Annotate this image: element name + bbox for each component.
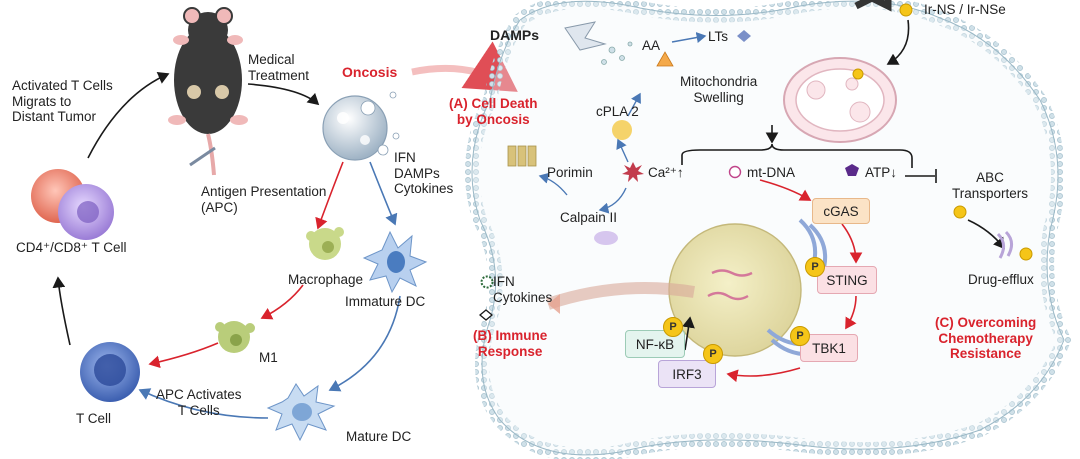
- ca-label: Ca²⁺↑: [648, 165, 684, 180]
- macrophage-to-m1-arrow: [260, 284, 304, 320]
- damps-label: DAMPs: [490, 27, 540, 43]
- t-cell: [80, 342, 140, 402]
- ir-ns-particle-icon: [899, 3, 913, 17]
- lts-diamond-icon: [737, 30, 751, 42]
- mtdna-to-cgas-arrow: [759, 179, 812, 201]
- ifn-icon: [480, 275, 494, 289]
- ca-to-calpain-arrow: [598, 187, 627, 214]
- immature-dc-label: Immature DC: [345, 294, 426, 309]
- mature-dc-cell: [266, 383, 336, 442]
- aa-label: AA: [642, 38, 661, 53]
- mtdna-label: mt-DNA: [747, 165, 795, 180]
- migration-arrow: [87, 71, 170, 159]
- ifn-damps-cytokines-label: IFN DAMPs Cytokines: [394, 150, 454, 197]
- tbk1-phospho-icon: P: [790, 326, 810, 346]
- sting-phospho-icon: P: [805, 257, 825, 277]
- irf3-box: IRF3: [658, 360, 716, 388]
- damps-fragments: [564, 21, 633, 65]
- irf3-to-nucleus-arrow: [682, 316, 695, 351]
- calpain-icon: [594, 231, 618, 245]
- aa-to-lts-arrow: [671, 31, 707, 44]
- nucleus-to-cytokines-arrow: [546, 282, 695, 310]
- cell-death-label: (A) Cell Death by Oncosis: [449, 96, 538, 127]
- mitochondria: [783, 57, 897, 143]
- nfkb-box: NF-κB: [625, 330, 685, 358]
- cgas-box: cGAS: [812, 198, 870, 224]
- mito-bracket: [681, 143, 913, 168]
- macrophage-cell: [306, 227, 344, 260]
- sting-to-tbk1-arrow: [845, 295, 857, 330]
- efflux-arrow: [967, 219, 1005, 250]
- drug-particle-icon: [953, 205, 967, 219]
- apc-arrow: [315, 161, 344, 230]
- m1-to-tcell-arrow: [148, 342, 219, 369]
- nucleus: [668, 223, 802, 357]
- activated-t-cells-label: Activated T Cells Migrats to Distant Tum…: [12, 78, 113, 125]
- m1-cell: [215, 321, 255, 353]
- atp-pentagon-icon: [845, 164, 859, 176]
- apc-activates-label: APC Activates T Cells: [156, 387, 242, 418]
- calpain-label: Calpain II: [560, 210, 618, 225]
- ir-ns-arrow: [886, 19, 910, 65]
- tumor-sphere: [322, 91, 400, 161]
- drug-efflux-label: Drug-efflux: [968, 272, 1034, 287]
- porimin-channel-icon: [507, 145, 537, 167]
- cd4-cd8-cells: [31, 169, 114, 240]
- calpain-to-porimin-arrow: [538, 172, 568, 196]
- lts-label: LTs: [708, 29, 729, 44]
- macrophage-label: Macrophage: [288, 272, 364, 287]
- m1-label: M1: [259, 350, 278, 365]
- tbk1-to-irf3-arrow: [726, 367, 801, 383]
- ir-ns-label: Ir-NS / Ir-NSe: [924, 2, 1006, 17]
- tbk1-box: TBK1: [800, 334, 858, 362]
- medical-treatment-label: Medical Treatment: [248, 52, 310, 83]
- mouse-illustration: [168, 7, 248, 176]
- immature-dc-cell: [362, 230, 428, 294]
- ifn-arrow: [369, 161, 398, 226]
- antigen-presentation-label: Antigen Presentation (APC): [201, 184, 327, 215]
- mtdna-circle-icon: [728, 165, 742, 179]
- sting-box: STING: [817, 266, 877, 294]
- drug-out-particle-icon: [1019, 247, 1033, 261]
- ca-to-cpla2-arrow: [616, 138, 629, 163]
- immune-response-label: (B) Immune Response: [473, 328, 548, 359]
- cpla2-to-aa-arrow: [627, 92, 641, 117]
- abc-transporter-icon: [996, 230, 1013, 259]
- abc-transporters-label: ABC Transporters: [952, 170, 1029, 201]
- cpla2-label: cPLA 2: [596, 104, 639, 119]
- cgas-to-sting-arrow: [841, 223, 863, 264]
- irf3-phospho-icon: P: [703, 344, 723, 364]
- mature-to-tcell-arrow: [138, 388, 269, 419]
- mature-dc-label: Mature DC: [346, 429, 412, 444]
- nfkb-phospho-icon: P: [663, 317, 683, 337]
- overcoming-chemo-label: (C) Overcoming Chemotherapy Resistance: [935, 315, 1037, 362]
- ir-ns-hexagon-icon: [854, 0, 892, 12]
- cytokine-icon: [478, 309, 494, 321]
- immature-to-mature-arrow: [328, 295, 401, 392]
- atp-label: ATP↓: [865, 165, 898, 180]
- oncosis-arrow: [411, 41, 518, 92]
- aa-triangle-icon: [656, 51, 674, 67]
- cpla2-icon: [612, 120, 632, 140]
- porimin-label: Porimin: [547, 165, 593, 180]
- treatment-arrow: [247, 83, 320, 106]
- cd4-cd8-label: CD4⁺/CD8⁺ T Cell: [16, 240, 127, 255]
- mito-swelling-label: Mitochondria Swelling: [680, 74, 758, 105]
- tcell-to-cd-arrow: [52, 276, 71, 346]
- t-cell-label: T Cell: [76, 411, 112, 426]
- oncosis-label: Oncosis: [342, 64, 398, 80]
- ca-burst-icon: [622, 162, 644, 182]
- ifn-cytokines-label: IFN Cytokines: [493, 274, 553, 305]
